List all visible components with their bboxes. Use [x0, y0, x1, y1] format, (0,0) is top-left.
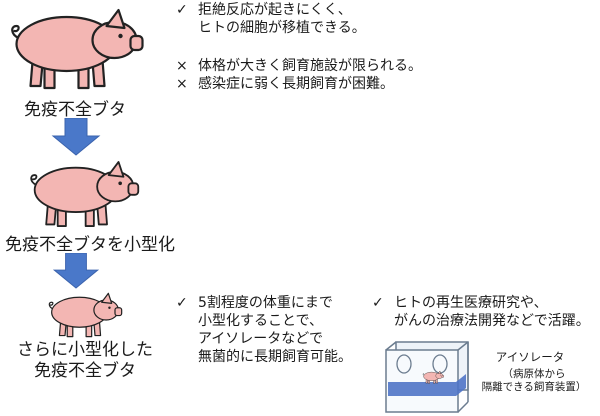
pig-icon-small: [48, 292, 123, 338]
miniaturization-note: ✓5割程度の体重にまで 小型化することで、 アイソレータなどで 無菌的に長期飼育…: [176, 295, 352, 365]
stage-2-label: 免疫不全ブタを小型化: [5, 235, 175, 255]
isolator-label: アイソレータ: [495, 350, 565, 364]
advantage-note: ✓拒絶反応が起きにくく、 ヒトの細胞が移植できる。: [176, 2, 366, 36]
pig-icon-large: [11, 8, 144, 90]
check-icon: ✓: [372, 295, 384, 311]
check-icon: ✓: [176, 295, 188, 311]
isolator-icon: [385, 341, 469, 413]
stage-3-label: さらに小型化した 免疫不全ブタ: [17, 340, 153, 381]
stage-1-label: 免疫不全ブタ: [24, 100, 126, 120]
down-arrow-icon: [52, 253, 100, 289]
pig-icon-medium: [30, 161, 140, 227]
cross-icon: ×: [176, 76, 188, 92]
check-icon: ✓: [176, 2, 188, 18]
isolator-caption: （病原体から 隔離できる飼育装置）: [481, 368, 587, 393]
application-note: ✓ヒトの再生医療研究や、 がんの治療法開発などで活躍。: [372, 295, 590, 329]
drawback-note: ×体格が大きく飼育施設が限られる。 ×感染症に弱く長期飼育が困難。: [176, 58, 422, 92]
down-arrow-icon: [51, 118, 101, 156]
cross-icon: ×: [176, 58, 188, 74]
